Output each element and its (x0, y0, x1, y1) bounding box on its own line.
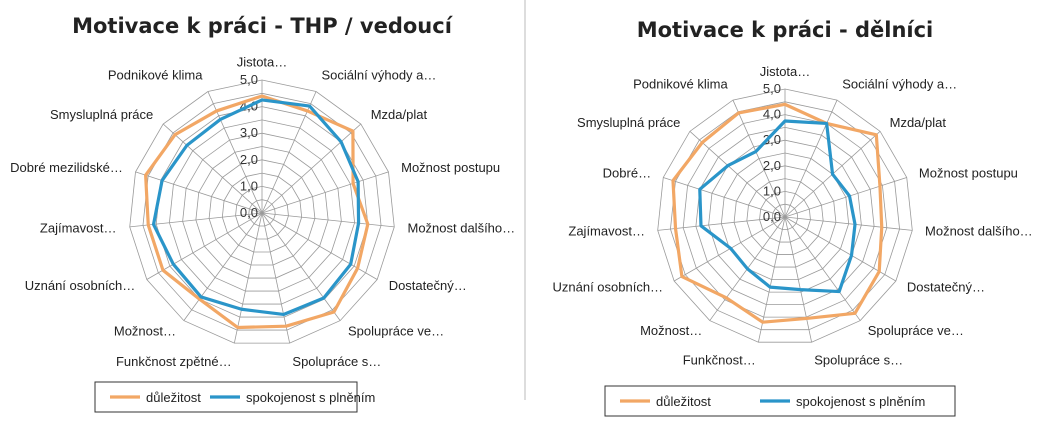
grid-spoke (689, 131, 786, 218)
grid-ring (771, 203, 799, 230)
grid-spoke (261, 123, 362, 214)
category-label: Možnost dalšího… (925, 224, 1033, 239)
category-label: Možnost dalšího… (407, 220, 515, 235)
category-label: Uznání osobních… (25, 278, 136, 293)
grid-spoke (261, 212, 341, 321)
grid-spoke (261, 212, 291, 344)
grid-ring (129, 79, 395, 344)
grid-spoke (784, 216, 913, 231)
grid-spoke (261, 212, 395, 228)
category-label: Jistota… (760, 64, 811, 79)
category-label: Funkčnost… (683, 353, 756, 368)
grid-spoke (784, 216, 861, 321)
grid-ring (708, 139, 862, 293)
grid-spoke (784, 216, 897, 282)
radar-chart-2: Jistota… Sociální výhody a… Mzda/platMožno… (552, 64, 1033, 417)
category-label: Mzda/plat (890, 115, 947, 130)
series-line-satisfaction (151, 98, 361, 317)
tick-label: 3,0 (240, 125, 258, 140)
category-label: Zajímavost… (568, 224, 645, 239)
tick-label: 0,0 (240, 205, 258, 220)
category-label: Mzda/plat (371, 107, 428, 122)
grid-spoke (784, 177, 907, 218)
grid-ring (720, 152, 850, 281)
grid-ring (221, 172, 303, 253)
tick-label: 1,0 (763, 183, 781, 198)
category-label: Spolupráce s… (814, 353, 903, 368)
grid-spoke (162, 123, 263, 214)
grid-ring (657, 88, 913, 343)
category-label: Možnost… (640, 323, 702, 338)
category-label: Dostatečný… (389, 278, 467, 293)
category-label: Dobré mezilidské… (10, 160, 123, 175)
category-label: Možnost postupu (919, 165, 1018, 180)
tick-label: 1,0 (240, 178, 258, 193)
grid-ring (169, 119, 355, 305)
grid-spoke (784, 99, 838, 218)
category-label: Spolupráce s… (292, 354, 381, 369)
grid-spoke (261, 171, 389, 214)
grid-ring (759, 190, 811, 243)
category-label: Podnikové klima (108, 67, 203, 82)
category-label: Možnost… (114, 323, 176, 338)
legend-label: důležitost (656, 394, 711, 409)
legend-label: spokojenost s plněním (796, 394, 925, 409)
grid-spoke (183, 212, 263, 321)
category-label: Zajímavost… (40, 220, 117, 235)
grid-ring (235, 185, 289, 240)
grid-spoke (129, 212, 263, 228)
grid-ring (733, 165, 837, 268)
grid-ring (182, 132, 342, 292)
grid-spoke (233, 212, 263, 344)
tick-label: 0,0 (763, 209, 781, 224)
grid-ring (208, 159, 316, 266)
category-label: Smysluplná práce (50, 107, 153, 122)
grid-spoke (657, 216, 786, 231)
chart-title-1: Motivace k práci - THP / vedoucí (72, 14, 454, 38)
grid-spoke (663, 177, 786, 218)
category-label: Podnikové klima (633, 76, 728, 91)
tick-label: 5,0 (763, 81, 781, 96)
tick-label: 2,0 (240, 152, 258, 167)
category-label: Možnost postupu (401, 160, 500, 175)
chart-title-2: Motivace k práci - dělníci (637, 18, 934, 42)
grid-ring (248, 199, 276, 227)
grid-spoke (732, 99, 786, 218)
category-label: Dostatečný… (907, 279, 985, 294)
legend-label: spokojenost s plněním (246, 390, 375, 405)
tick-label: 5,0 (240, 72, 258, 87)
category-label: Spolupráce ve… (868, 323, 964, 338)
grid-spoke (135, 171, 263, 214)
legend-label: důležitost (146, 390, 201, 405)
series-line-importance (144, 94, 370, 330)
grid-ring (695, 126, 875, 306)
category-label: Jistota… (237, 55, 288, 70)
grid-ring (682, 114, 888, 318)
category-label: Spolupráce ve… (348, 323, 444, 338)
category-label: Sociální výhody a… (322, 67, 437, 82)
radar-chart-1: Jistota… Sociální výhody a… Mzda/platMožno… (10, 55, 515, 413)
series-line-importance (671, 102, 884, 324)
tick-label: 2,0 (763, 158, 781, 173)
series-line-satisfaction (698, 119, 857, 294)
tick-label: 4,0 (763, 107, 781, 122)
category-label: Uznání osobních… (552, 279, 663, 294)
grid-spoke (146, 212, 263, 280)
grid-ring (746, 178, 824, 255)
category-label: Smysluplná práce (577, 115, 680, 130)
grid-ring (195, 146, 329, 279)
tick-label: 3,0 (763, 132, 781, 147)
category-label: Funkčnost zpětné… (116, 354, 232, 369)
category-label: Dobré… (603, 165, 651, 180)
grid-spoke (784, 216, 813, 343)
category-label: Sociální výhody a… (842, 76, 957, 91)
